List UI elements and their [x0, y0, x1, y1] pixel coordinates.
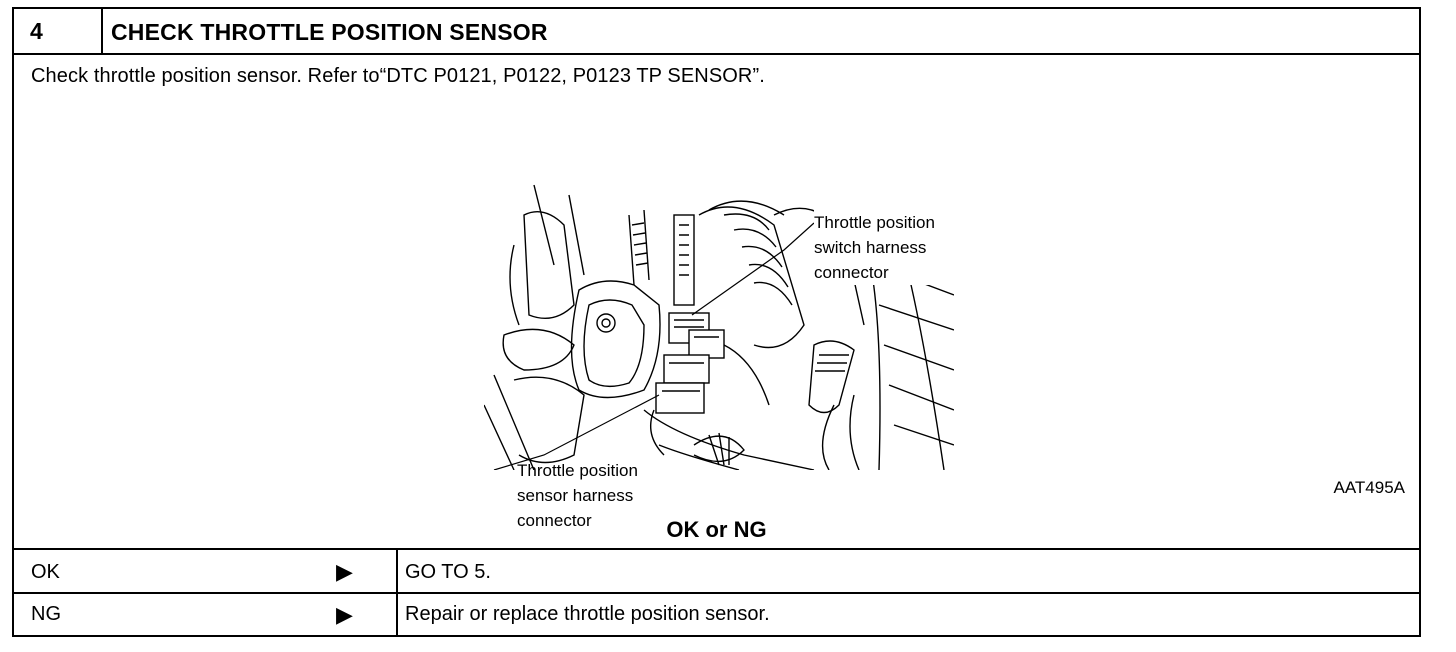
instruction-text: Check throttle position sensor. Refer to…: [31, 65, 765, 87]
throttle-body-illustration: Throttle position switch harness connect…: [483, 155, 955, 530]
result-label: OK: [31, 561, 60, 583]
callout-line: Throttle position: [517, 461, 638, 480]
step-number: 4: [14, 9, 103, 53]
callout-line: connector: [814, 263, 889, 282]
result-row-ng: NG ▶ Repair or replace throttle position…: [14, 594, 1419, 635]
sensor-connector-callout: Throttle position sensor harness connect…: [517, 458, 638, 533]
result-row-ok: OK ▶ GO TO 5.: [14, 550, 1419, 594]
arrow-right-icon: ▶: [336, 559, 353, 584]
figure-code: AAT495A: [1333, 478, 1405, 497]
callout-line: Throttle position: [814, 213, 935, 232]
step-header: 4 CHECK THROTTLE POSITION SENSOR: [14, 9, 1419, 55]
procedure-table: 4 CHECK THROTTLE POSITION SENSOR Check t…: [12, 7, 1421, 637]
column-divider: [396, 550, 398, 592]
result-action: Repair or replace throttle position sens…: [405, 603, 770, 625]
callout-line: switch harness: [814, 238, 927, 257]
step-title: CHECK THROTTLE POSITION SENSOR: [111, 19, 548, 45]
engine-drawing: [483, 184, 955, 471]
arrow-right-icon: ▶: [336, 602, 353, 627]
decision-heading: OK or NG: [666, 517, 767, 542]
column-divider: [396, 594, 398, 635]
result-action: GO TO 5.: [405, 561, 491, 583]
result-label: NG: [31, 603, 61, 625]
switch-connector-callout: Throttle position switch harness connect…: [814, 210, 935, 285]
callout-line: sensor harness: [517, 486, 634, 505]
callout-line: connector: [517, 511, 592, 530]
step-body: Check throttle position sensor. Refer to…: [14, 55, 1419, 550]
